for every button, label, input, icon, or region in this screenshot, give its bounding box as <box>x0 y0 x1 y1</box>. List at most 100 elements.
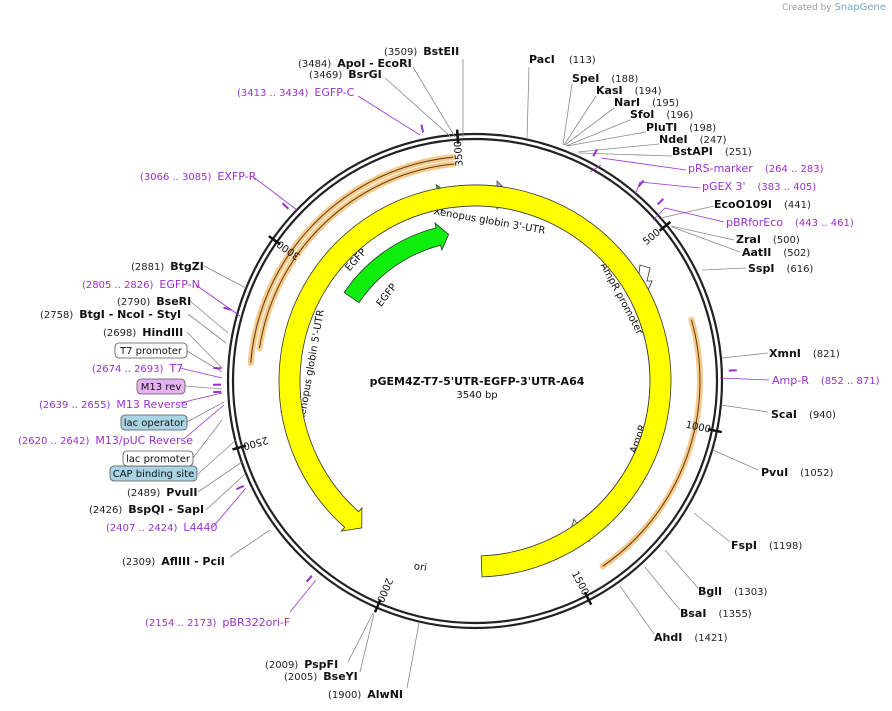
feature-ori-arrow[interactable] <box>278 184 672 578</box>
primer-label[interactable]: (3066 .. 3085)EXFP-R <box>140 170 257 183</box>
leader-line <box>577 143 660 153</box>
enzyme-label[interactable]: AhdI(1421) <box>654 631 728 644</box>
enzyme-label[interactable]: AatII(502) <box>742 246 810 259</box>
leader-line <box>562 83 573 146</box>
primer-label[interactable]: (2805 .. 2826)EGFP-N <box>82 278 200 291</box>
enzyme-label[interactable]: BsaI(1355) <box>680 607 752 620</box>
enzyme-label[interactable]: FspI(1198) <box>731 539 802 552</box>
enzyme-label[interactable]: PvuI(1052) <box>761 466 834 479</box>
enzyme-label[interactable]: (3484)ApoI - EcoRI <box>298 57 412 70</box>
enzyme-label[interactable]: (2005)BseYI <box>284 670 358 683</box>
leader-line <box>701 267 747 271</box>
t7-promoter-tag[interactable]: T7 promoter <box>114 342 188 359</box>
tick-mark <box>232 444 247 451</box>
primer-label[interactable]: (2674 .. 2693)T7 <box>92 362 183 375</box>
primer-label[interactable]: pRS-marker(264 .. 283) <box>688 162 824 175</box>
enzyme-label[interactable]: ScaI(940) <box>771 408 836 421</box>
enzyme-label[interactable]: (3469)BsrGI <box>309 68 382 81</box>
enzyme-label[interactable]: (1900)AlwNI <box>328 688 403 701</box>
enzyme-label[interactable]: ZraI(500) <box>736 233 800 246</box>
tick-mark <box>707 428 723 434</box>
primer-leader <box>664 207 725 223</box>
enzyme-label[interactable]: (2698)HindIII <box>103 326 183 339</box>
primer-binding-mark[interactable] <box>592 148 598 157</box>
primer-leader <box>179 367 223 379</box>
leader-line <box>720 404 769 413</box>
orf-glow-outer-core <box>250 156 454 364</box>
primer-label[interactable]: Amp-R(852 .. 871) <box>772 374 880 387</box>
enzyme-label[interactable]: NdeI(247) <box>659 133 727 146</box>
leader-line <box>186 331 223 369</box>
tick-label: 3500 <box>453 140 466 166</box>
primer-label[interactable]: (2620 .. 2642)M13/pUC Reverse <box>18 434 193 447</box>
primer-binding-mark[interactable] <box>305 575 313 583</box>
enzyme-label[interactable]: EcoO109I(441) <box>714 198 811 211</box>
primer-leader <box>184 404 225 439</box>
lac-promoter-tag[interactable]: lac promoter <box>122 450 194 467</box>
feature-egfp-inner-arrow[interactable] <box>343 221 450 304</box>
enzyme-label[interactable]: (2758)BtgI - NcoI - StyI <box>40 308 181 321</box>
primer-label[interactable]: (3413 .. 3434)EGFP-C <box>237 86 355 99</box>
leader-line <box>644 566 681 611</box>
enzyme-label[interactable]: PluTI(198) <box>646 121 716 134</box>
leader-line <box>671 226 741 253</box>
tick-label: 2500 <box>242 434 269 452</box>
leader-line <box>721 352 769 359</box>
enzyme-label[interactable]: BstAPI(251) <box>672 145 752 158</box>
primer-binding-mark[interactable] <box>420 124 425 133</box>
tag-label: T7 promoter <box>119 346 183 357</box>
primer-label[interactable]: pBRforEco(443 .. 461) <box>726 216 854 229</box>
enzyme-label[interactable]: KasI(194) <box>596 84 662 97</box>
primer-binding-mark[interactable] <box>223 306 232 311</box>
primer-binding-mark[interactable] <box>656 198 665 206</box>
leader-line <box>192 419 223 459</box>
enzyme-label[interactable]: (2489)PvuII <box>127 486 198 499</box>
primer-label[interactable]: (2639 .. 2655)M13 Reverse <box>39 398 188 411</box>
enzyme-label[interactable]: SpeI(188) <box>572 72 638 85</box>
leader-line <box>197 439 237 475</box>
enzyme-label[interactable]: SfoI(196) <box>630 108 693 121</box>
tag-label: CAP binding site <box>113 469 195 480</box>
tick-label: 1500 <box>569 570 590 598</box>
leader-line <box>660 205 715 219</box>
enzyme-label[interactable]: (2790)BseRI <box>117 295 191 308</box>
primer-binding-mark[interactable] <box>637 179 645 188</box>
enzyme-label[interactable]: NarI(195) <box>614 96 679 109</box>
enzyme-label[interactable]: (2881)BtgZI <box>131 260 204 273</box>
orf-layer <box>247 154 703 570</box>
cap-binding-site-tag[interactable]: CAP binding site <box>109 465 198 482</box>
primer-leader <box>652 207 666 221</box>
primer-leader <box>212 487 247 528</box>
plasmid-name: pGEM4Z-T7-5'UTR-EGFP-3'UTR-A64 <box>370 375 585 388</box>
leader-line <box>526 66 530 140</box>
leader-line <box>693 512 731 543</box>
primer-label[interactable]: (2154 .. 2173)pBR322ori-F <box>145 616 290 629</box>
leader-line <box>563 95 597 146</box>
leader-line <box>184 385 223 390</box>
primer-label[interactable]: (2407 .. 2424)L4440 <box>106 521 218 534</box>
lac-operator-tag[interactable]: lac operator <box>120 414 188 431</box>
tick-label: 1000 <box>685 420 712 436</box>
snapgene-logo: SnapGene <box>834 2 886 13</box>
leader-line <box>564 107 615 146</box>
enzyme-label[interactable]: (3509)BstEII <box>384 45 459 58</box>
primer-label[interactable]: pGEX 3'(383 .. 405) <box>702 180 816 193</box>
tick-mark <box>455 129 460 144</box>
credit-prefix: Created by <box>782 3 832 13</box>
enzyme-label[interactable]: SspI(616) <box>748 262 813 275</box>
leader-line <box>384 77 452 138</box>
primer-binding-mark[interactable] <box>236 485 245 491</box>
enzyme-label[interactable]: (2009)PspFI <box>265 658 338 671</box>
enzyme-label[interactable]: XmnI(821) <box>769 347 840 360</box>
leader-line <box>205 473 246 511</box>
enzyme-label[interactable]: BglI(1303) <box>698 585 767 598</box>
enzyme-label[interactable]: PacI(113) <box>529 53 596 66</box>
leader-line <box>712 449 759 471</box>
enzyme-label[interactable]: (2309)AflIII - PciI <box>122 555 225 568</box>
tick-mark <box>268 235 281 246</box>
primer-binding-mark[interactable] <box>281 202 290 210</box>
m13-rev-tag[interactable]: M13 rev <box>136 378 186 395</box>
enzyme-label[interactable]: (2426)BspQI - SapI <box>89 503 204 516</box>
backbone-outer <box>226 132 724 630</box>
